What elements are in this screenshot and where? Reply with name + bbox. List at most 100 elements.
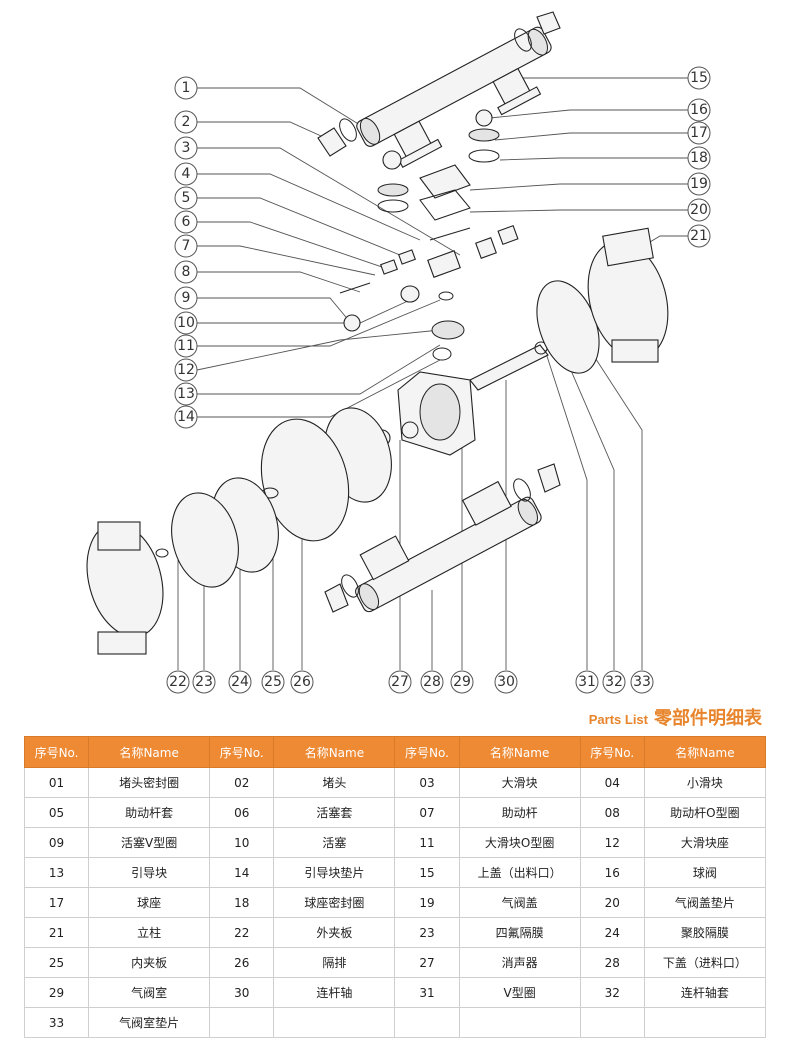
svg-text:15: 15: [690, 70, 708, 86]
outlet-manifold: [356, 26, 552, 168]
callout-8: 8: [174, 260, 198, 284]
part-name-cell: 球阀: [643, 857, 767, 888]
part-name-cell: 内夹板: [88, 947, 211, 978]
callout-1: 1: [174, 76, 198, 100]
callout-14: 14: [174, 405, 198, 429]
part-number-cell: 31: [394, 977, 460, 1008]
part-name-cell: [273, 1007, 396, 1038]
part-number-cell: 12: [579, 827, 645, 858]
part-number-cell: 01: [23, 767, 90, 798]
callout-24: 24: [228, 670, 252, 694]
svg-text:23: 23: [195, 674, 213, 690]
svg-text:32: 32: [605, 674, 623, 690]
part-number-cell: 26: [209, 947, 275, 978]
part-number-cell: 03: [394, 767, 460, 798]
part-number-cell: 22: [209, 917, 275, 948]
callout-12: 12: [174, 358, 198, 382]
part-number-cell: 13: [23, 857, 90, 888]
part-name-cell: 大滑块: [458, 767, 581, 798]
svg-text:14: 14: [177, 409, 195, 425]
svg-text:25: 25: [264, 674, 282, 690]
part-name-cell: V型圈: [458, 977, 581, 1008]
svg-text:30: 30: [497, 674, 515, 690]
part-name-cell: 气阀室: [88, 977, 211, 1008]
part-name-cell: 连杆轴套: [643, 977, 767, 1008]
callout-28: 28: [420, 670, 444, 694]
part-number-cell: 05: [23, 797, 90, 828]
part-name-cell: 大滑块座: [643, 827, 767, 858]
part-number-cell: 11: [394, 827, 460, 858]
part-name-cell: 活塞V型圈: [88, 827, 211, 858]
part-name-cell: 活塞套: [273, 797, 396, 828]
header-name: 名称Name: [643, 736, 767, 768]
header-name: 名称Name: [458, 736, 581, 768]
header-no: 序号No.: [394, 736, 460, 768]
part-name-cell: 外夹板: [273, 917, 396, 948]
part-number-cell: 29: [23, 977, 90, 1008]
svg-text:6: 6: [182, 214, 191, 230]
svg-text:7: 7: [182, 238, 191, 254]
part-number-cell: 16: [579, 857, 645, 888]
svg-text:19: 19: [690, 176, 708, 192]
svg-text:12: 12: [177, 362, 195, 378]
part-number-cell: 21: [23, 917, 90, 948]
callout-17: 17: [687, 121, 711, 145]
callout-21: 21: [687, 224, 711, 248]
svg-text:18: 18: [690, 150, 708, 166]
header-name: 名称Name: [88, 736, 211, 768]
part-number-cell: 25: [23, 947, 90, 978]
callout-20: 20: [687, 198, 711, 222]
part-number-cell: 24: [579, 917, 645, 948]
part-number-cell: 27: [394, 947, 460, 978]
callout-3: 3: [174, 136, 198, 160]
part-name-cell: 隔排: [273, 947, 396, 978]
part-number-cell: [579, 1007, 645, 1038]
svg-text:28: 28: [423, 674, 441, 690]
part-name-cell: 四氟隔膜: [458, 917, 581, 948]
svg-text:21: 21: [690, 228, 708, 244]
part-number-cell: 02: [209, 767, 275, 798]
callout-32: 32: [602, 670, 626, 694]
part-name-cell: 引导块: [88, 857, 211, 888]
svg-text:1: 1: [182, 80, 191, 96]
part-name-cell: 球座: [88, 887, 211, 918]
svg-text:31: 31: [578, 674, 596, 690]
part-name-cell: 上盖（出料口）: [458, 857, 581, 888]
svg-text:22: 22: [169, 674, 187, 690]
callout-6: 6: [174, 210, 198, 234]
callout-31: 31: [575, 670, 599, 694]
part-name-cell: 聚胶隔膜: [643, 917, 767, 948]
svg-text:26: 26: [293, 674, 311, 690]
part-name-cell: [643, 1007, 767, 1038]
part-number-cell: 18: [209, 887, 275, 918]
callout-22: 22: [166, 670, 190, 694]
exploded-view-diagram: 1 2 3 4 5 6 7 8 9 10 11 12 13 14 15 16 1…: [86, 11, 711, 694]
part-number-cell: 23: [394, 917, 460, 948]
part-name-cell: 助动杆O型圈: [643, 797, 767, 828]
parts-table: 序号No. 名称Name 序号No. 名称Name 序号No. 名称Name 序…: [23, 736, 767, 1038]
callout-30: 30: [494, 670, 518, 694]
part-number-cell: 06: [209, 797, 275, 828]
callout-labels: 1 2 3 4 5 6 7 8 9 10 11 12 13 14 15 16 1…: [166, 66, 711, 694]
callout-23: 23: [192, 670, 216, 694]
svg-text:10: 10: [177, 315, 195, 331]
svg-text:17: 17: [690, 125, 708, 141]
header-name: 名称Name: [273, 736, 396, 768]
callout-13: 13: [174, 382, 198, 406]
part-number-cell: 10: [209, 827, 275, 858]
part-number-cell: 17: [23, 887, 90, 918]
svg-text:33: 33: [633, 674, 651, 690]
title-english: Parts List: [588, 712, 648, 727]
svg-text:24: 24: [231, 674, 249, 690]
part-name-cell: [458, 1007, 581, 1038]
svg-text:13: 13: [177, 386, 195, 402]
title-chinese: 零部件明细表: [654, 708, 762, 729]
svg-text:9: 9: [182, 290, 191, 306]
parts-list-title: Parts List 零部件明细表: [589, 704, 762, 730]
svg-text:20: 20: [690, 202, 708, 218]
part-number-cell: 33: [23, 1007, 90, 1038]
